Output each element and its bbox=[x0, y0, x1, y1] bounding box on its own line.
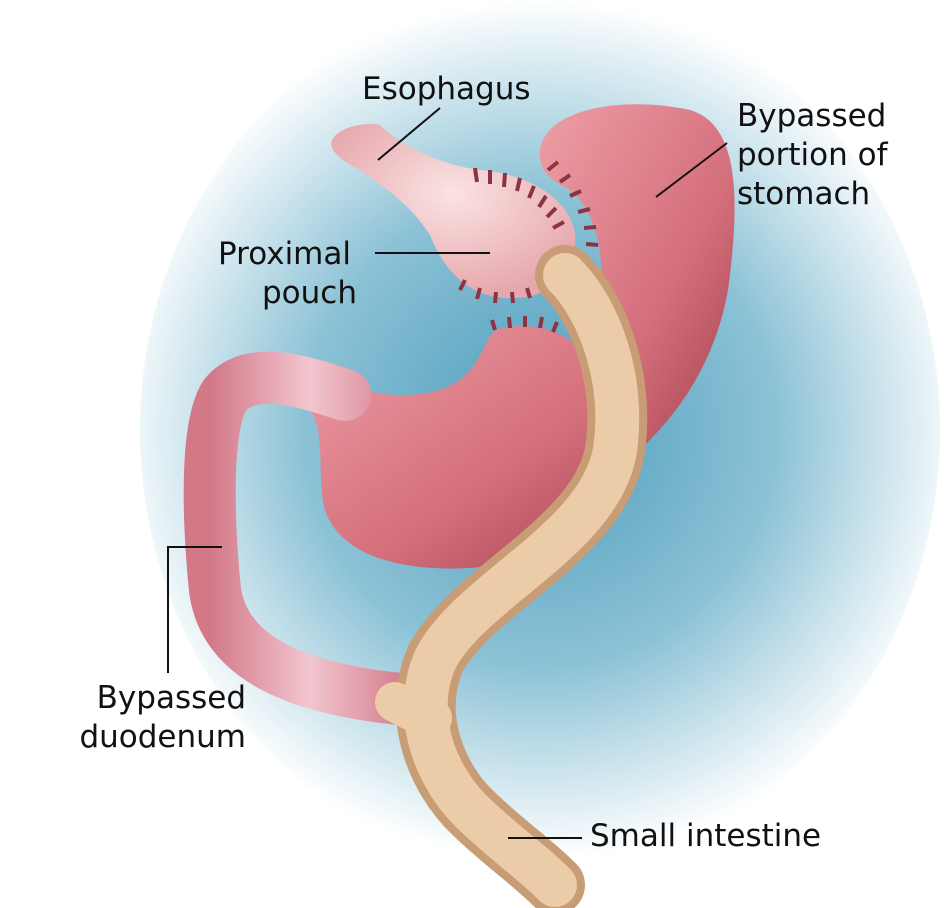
small-intestine-highlight bbox=[403, 253, 640, 907]
bypassed-duodenum bbox=[183, 351, 436, 726]
label-esophagus: Esophagus bbox=[362, 71, 531, 107]
leader-lines bbox=[167, 107, 728, 839]
label-line: duodenum bbox=[79, 719, 246, 755]
label-proximal-pouch: Proximal pouch bbox=[218, 235, 357, 313]
label-line: pouch bbox=[262, 275, 357, 311]
label-line: Proximal bbox=[218, 236, 351, 272]
label-small-intestine: Small intestine bbox=[590, 818, 822, 854]
label-line: Bypassed bbox=[737, 98, 887, 134]
label-line: Bypassed bbox=[96, 680, 246, 716]
bypassed-stomach bbox=[539, 104, 735, 451]
proximal-pouch bbox=[331, 123, 576, 299]
label-line: stomach bbox=[737, 176, 871, 212]
intestine-junction bbox=[375, 682, 452, 738]
label-bypassed-stomach: Bypassed portion of stomach bbox=[737, 97, 888, 214]
label-bypassed-duodenum: Bypassed duodenum bbox=[58, 679, 246, 757]
staple-lines bbox=[458, 160, 599, 333]
label-line: portion of bbox=[737, 137, 888, 173]
